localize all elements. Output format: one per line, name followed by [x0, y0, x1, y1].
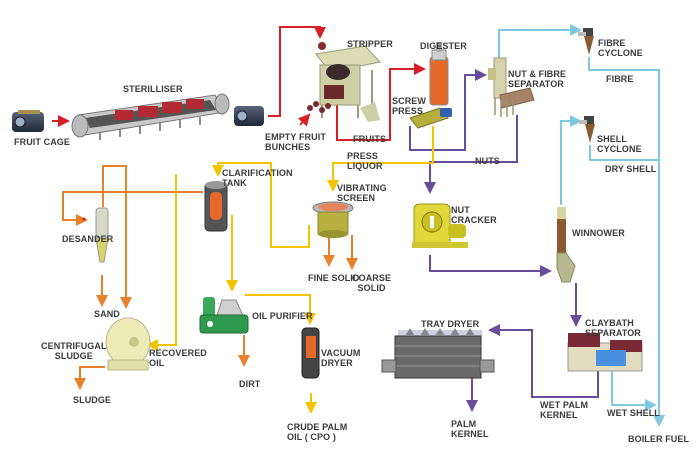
press-liquor-label: PRESS LIQUOR	[347, 151, 383, 171]
stripper-illustration	[307, 42, 381, 122]
sludge-label: SLUDGE	[73, 395, 112, 405]
claybath-separator-label: CLAYBATH SEPARATOR	[585, 318, 641, 338]
yellow-flow-lines	[146, 126, 434, 414]
flow-to-fibre-cyclone	[498, 24, 582, 58]
fine-solid-label: FINE SOLID	[308, 273, 360, 283]
red-flow-lines	[52, 26, 426, 141]
vacuum-dryer-label: VACUUM DRYER	[321, 348, 361, 368]
flow-cracker-to-winnower	[429, 255, 552, 277]
recovered-oil-label: RECOVERED OIL	[149, 348, 207, 368]
fruit-cage-illustration	[12, 110, 44, 132]
clarification-tank-label: CLARIFICATION TANK	[222, 168, 293, 188]
desander-label: DESANDER	[62, 234, 114, 244]
fruit-cage-label: FRUIT CAGE	[14, 137, 70, 147]
nut-cracker-label: NUT CRACKER	[451, 205, 497, 225]
fibre-cyclone-illustration	[578, 28, 594, 55]
shell-cyclone-label: SHELL CYCLONE	[597, 134, 642, 154]
vibrating-screen-illustration	[312, 201, 354, 238]
nuts-label: NUTS	[475, 156, 500, 166]
flow-desander-loop	[102, 165, 132, 309]
fibre-cyclone-label: FIBRE CYCLONE	[598, 38, 643, 58]
flow-winnower-to-shell-cyclone	[560, 115, 582, 205]
digester-label: DIGESTER	[420, 41, 467, 51]
empty-fruit-bunches-label: EMPTY FRUIT BUNCHES	[265, 132, 326, 152]
centrifugal-sludge-label: CENTRIFUGAL SLUDGE	[41, 341, 107, 361]
flow-purifier-to-dryer	[245, 294, 316, 325]
boiler-fuel-label: BOILER FUEL	[628, 434, 690, 444]
flow-cage-to-stripper	[268, 26, 326, 117]
palm-kernel-label: PALM KERNEL	[451, 419, 489, 439]
winnower-label: WINNOWER	[572, 228, 625, 238]
flow-press-liquor	[327, 126, 434, 192]
tray-dryer-label: TRAY DRYER	[421, 319, 480, 329]
flow-press-to-separator	[409, 69, 487, 151]
desander-illustration	[82, 207, 109, 263]
flow-clarification-to-desander	[62, 191, 203, 226]
clarification-tank-illustration	[204, 181, 228, 232]
flow-recovered-oil	[146, 174, 177, 351]
wet-palm-kernel-label: WET PALM KERNEL	[540, 400, 589, 420]
dry-shell-label: DRY SHELL	[605, 164, 657, 174]
nut-fibre-separator-label: NUT & FIBRE SEPARATOR	[508, 69, 567, 89]
steriliser-illustration	[71, 93, 230, 140]
flow-screen-to-clarification	[212, 162, 310, 248]
fruits-label: FRUITS	[353, 134, 387, 144]
wet-shell-label: WET SHELL	[607, 408, 660, 418]
flow-fibre	[588, 57, 665, 427]
flow-wet-shell	[611, 370, 657, 411]
crude-palm-oil-label: CRUDE PALM OIL ( CPO )	[287, 422, 348, 442]
screw-press-label: SCREW PRESS	[392, 96, 426, 116]
blue-flow-lines	[498, 24, 665, 427]
flow-empty-bunches	[297, 113, 311, 127]
oil-purifier-label: OIL PURIFIER	[252, 311, 313, 321]
vibrating-screen-label: VIBRATING SCREEN	[337, 183, 387, 203]
winnower-illustration	[556, 207, 576, 283]
orange-flow-lines	[62, 165, 358, 390]
fruit-cage-exit-illustration	[234, 106, 264, 126]
tray-dryer-illustration	[381, 328, 495, 379]
claybath-separator-illustration	[567, 333, 643, 372]
nut-fibre-separator-illustration	[488, 57, 535, 117]
fibre-label: FIBRE	[606, 74, 634, 84]
shell-cyclone-illustration	[579, 116, 595, 143]
coarse-solid-label: COARSE SOLID	[352, 273, 392, 293]
flow-wet-kernel	[488, 324, 599, 398]
screw-press-illustration	[409, 107, 452, 129]
sand-label: SAND	[94, 309, 120, 319]
nut-cracker-illustration	[412, 203, 468, 248]
purple-flow-lines	[409, 69, 599, 412]
flow-nuts	[424, 115, 518, 194]
dirt-label: DIRT	[239, 379, 261, 389]
steriliser-label: STERILLISER	[123, 84, 183, 94]
flow-sludge	[74, 366, 105, 390]
vacuum-dryer-illustration	[301, 327, 320, 379]
centrifugal-sludge-illustration	[105, 317, 151, 371]
flow-stripper-to-digester	[336, 63, 426, 141]
stripper-label: STRIPPER	[347, 39, 393, 49]
flow-dry-shell	[589, 145, 659, 161]
digester-illustration	[429, 42, 449, 106]
oil-purifier-illustration	[199, 297, 249, 334]
